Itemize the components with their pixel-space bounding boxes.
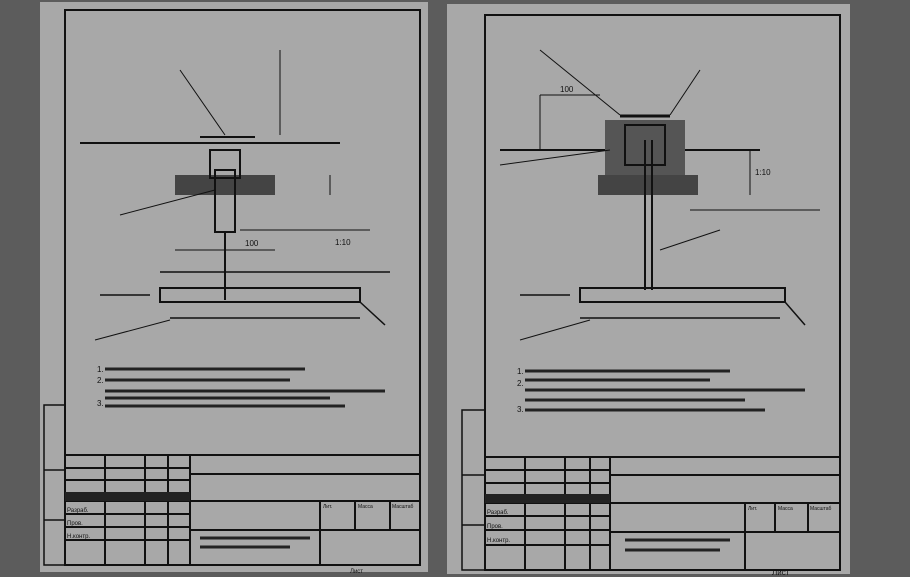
label-norm-control: Н.контр. <box>67 534 90 540</box>
label-developed: Разраб. <box>67 508 89 514</box>
dimension-label: 100 <box>560 85 574 94</box>
concrete-slab <box>175 175 275 195</box>
label-scale: Масштаб <box>810 506 832 512</box>
note-2: 2. <box>97 376 104 385</box>
label-norm-control: Н.контр. <box>487 538 510 544</box>
note-3: 3. <box>517 405 524 414</box>
dimension-label: 100 <box>245 239 259 248</box>
label-mass: Масса <box>778 506 793 512</box>
label-lit: Лит. <box>748 506 757 512</box>
label-checked: Пров. <box>487 524 503 530</box>
pipe <box>579 287 786 303</box>
label-scale: Масштаб <box>392 504 414 510</box>
sheet-format: Лист <box>772 568 790 577</box>
drawing-sheet-left: 100 1:10 1. 2. 3. Разраб. Пров. Н.контр.… <box>40 2 428 575</box>
pipe <box>159 287 361 303</box>
scale-label: 1:10 <box>755 168 771 177</box>
title-block-left <box>64 454 421 566</box>
label-mass: Масса <box>358 504 373 510</box>
label-checked: Пров. <box>67 521 83 527</box>
label-lit: Лит. <box>323 504 332 510</box>
scale-label: 1:10 <box>335 238 351 247</box>
note-3: 3. <box>97 399 104 408</box>
note-1: 1. <box>517 367 524 376</box>
note-1: 1. <box>97 365 104 374</box>
note-2: 2. <box>517 379 524 388</box>
sheet-format: Лист <box>350 569 363 575</box>
title-block-right <box>484 456 841 571</box>
drawing-sheet-right: 100 1:10 1. 2. 3. Разраб. Пров. Н.контр.… <box>447 4 850 577</box>
label-developed: Разраб. <box>487 510 509 516</box>
